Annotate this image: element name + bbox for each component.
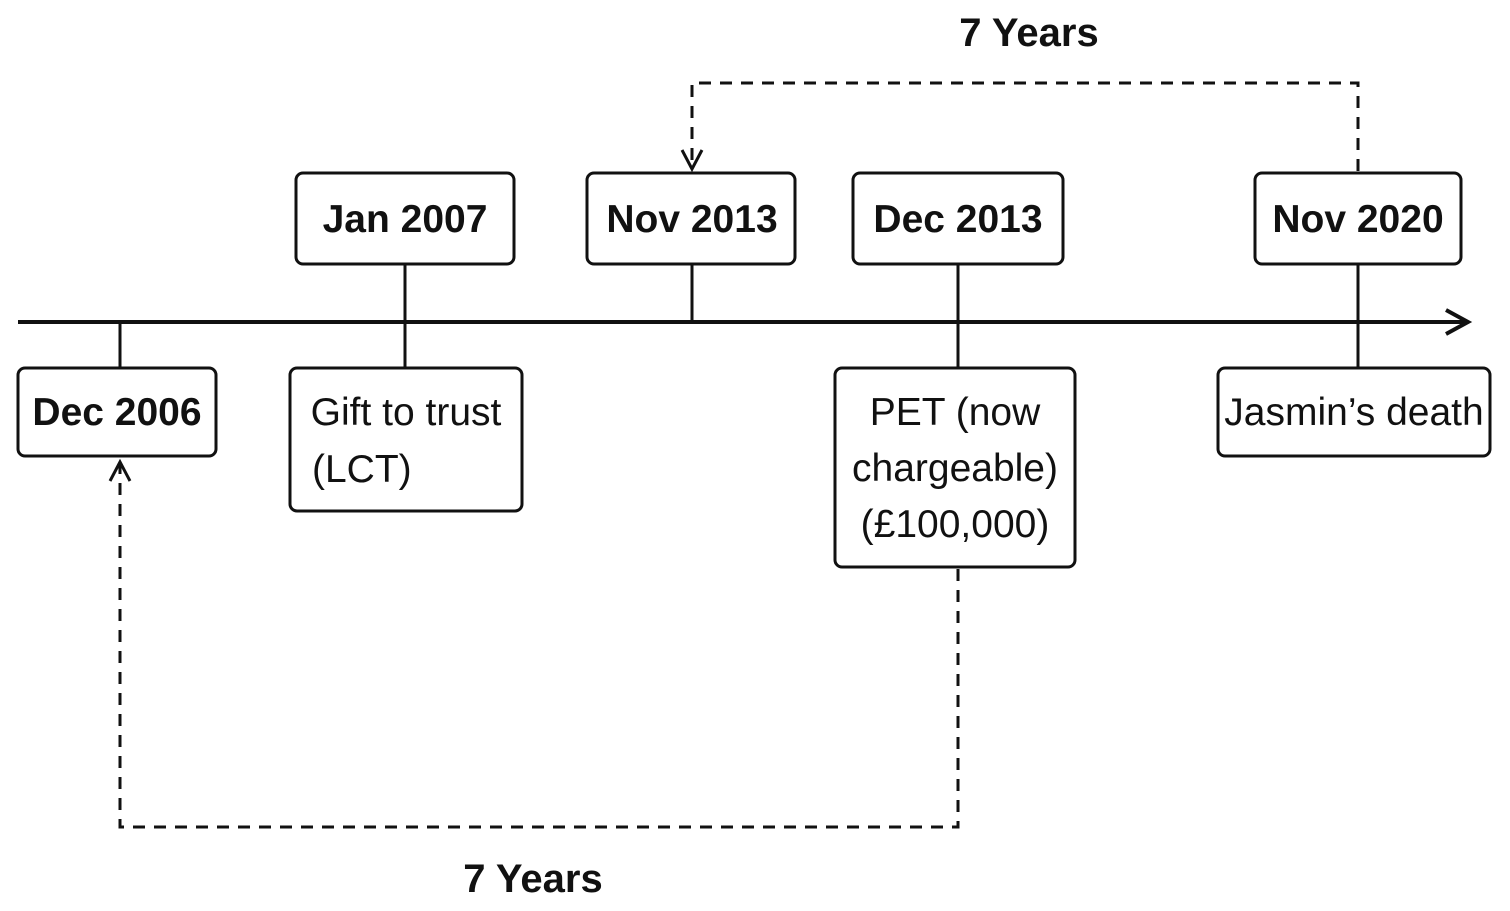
bottom-span-label: 7 Years bbox=[463, 857, 602, 901]
event-label-pet-line-1: PET (now bbox=[870, 391, 1041, 434]
event-box-jasmins-death: Jasmin’s death bbox=[1216, 366, 1492, 458]
event-label-gift-to-trust-line-1: Gift to trust bbox=[311, 391, 502, 434]
top-seven-year-span-line bbox=[690, 81, 1360, 171]
date-box-nov-2020: Nov 2020 bbox=[1253, 171, 1463, 266]
date-label-nov-2020: Nov 2020 bbox=[1272, 198, 1443, 241]
top-seven-year-span-arrowhead bbox=[680, 149, 704, 173]
date-box-nov-2013: Nov 2013 bbox=[585, 171, 797, 266]
event-label-jasmins-death: Jasmin’s death bbox=[1224, 391, 1483, 434]
timeline-axis-arrowhead bbox=[1445, 308, 1473, 336]
bottom-seven-year-span-line bbox=[118, 462, 960, 829]
event-box-gift-to-trust: Gift to trust (LCT) bbox=[288, 366, 524, 513]
date-label-dec-2013: Dec 2013 bbox=[873, 198, 1042, 241]
date-label-nov-2013: Nov 2013 bbox=[606, 198, 777, 241]
top-span-label: 7 Years bbox=[959, 11, 1098, 55]
date-label-jan-2007: Jan 2007 bbox=[323, 198, 488, 241]
event-label-pet-line-3: (£100,000) bbox=[861, 503, 1050, 546]
event-label-pet-line-2: chargeable) bbox=[852, 447, 1058, 490]
event-label-gift-to-trust-line-2: (LCT) bbox=[312, 448, 412, 491]
date-box-dec-2006: Dec 2006 bbox=[16, 366, 218, 458]
bottom-seven-year-span-arrowhead bbox=[108, 458, 132, 482]
date-box-dec-2013: Dec 2013 bbox=[851, 171, 1065, 266]
date-box-jan-2007: Jan 2007 bbox=[294, 171, 516, 266]
date-label-dec-2006: Dec 2006 bbox=[32, 391, 201, 434]
event-box-pet: PET (now chargeable) (£100,000) bbox=[833, 366, 1077, 569]
